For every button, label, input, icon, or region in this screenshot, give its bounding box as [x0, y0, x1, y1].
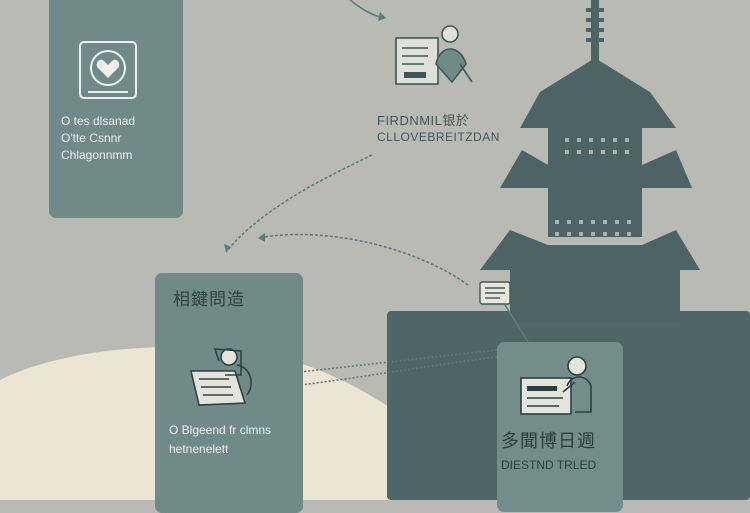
background-scene	[0, 0, 750, 500]
arrow-center-to-lower	[225, 154, 373, 253]
line-scroll-to-card	[504, 304, 531, 346]
heart-frame-icon	[79, 41, 137, 99]
pagoda-windows	[555, 138, 631, 236]
top-card-line-2: O'tte Csnnr	[61, 131, 122, 145]
top-card-line-3: Chlagonnmm	[61, 148, 133, 162]
right-card-subtitle: DIESTND TRLED	[501, 458, 597, 472]
arrow-top	[349, 0, 381, 18]
arrow-pagoda-to-center	[257, 233, 469, 286]
arrow-right-to-lower-2	[299, 356, 498, 386]
right-card-title: 多聞博日週	[501, 431, 596, 451]
lower-card-line-2: hetnenelett	[169, 442, 229, 456]
person-document-icon	[395, 25, 473, 85]
right-card[interactable]: 多聞博日週 DIESTND TRLED	[497, 342, 623, 512]
lower-card-line-1: O Blgeend fr clmns	[169, 423, 272, 437]
person-chart-icon	[520, 356, 592, 415]
center-label-line-1: FIRDNMIL银於	[377, 113, 470, 128]
pagoda-silhouette	[480, 0, 700, 322]
arrow-right-to-lower	[299, 349, 498, 373]
top-card-line-1: O tes dlsanad	[61, 114, 136, 128]
scroll-icon	[479, 281, 511, 305]
lower-card-title: 相鍵問造	[173, 290, 245, 309]
lower-card[interactable]: 相鍵問造 O Blgeend fr clmns hetnenelett	[155, 273, 303, 513]
connectors	[225, 0, 531, 386]
center-label-line-2: CLLOVEBREITZDAN	[377, 130, 500, 144]
top-card[interactable]: O tes dlsanad O'tte Csnnr Chlagonnmm	[49, 0, 183, 218]
person-laptop-icon	[189, 348, 252, 406]
